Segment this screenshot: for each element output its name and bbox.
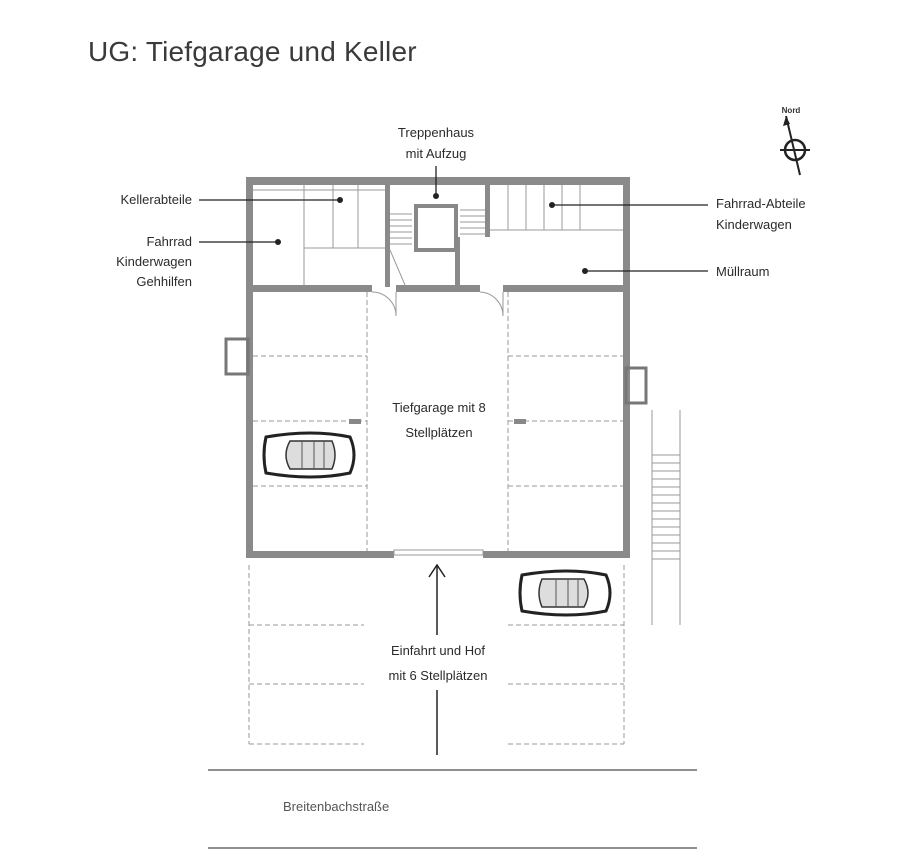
north-arrow-icon: Nord [780,106,810,176]
label-treppenhaus-1: Treppenhaus [398,125,475,140]
kellerabteile-compartments [253,185,385,285]
car-icon [518,569,612,617]
label-street: Breitenbachstraße [283,799,389,814]
driveway-arrow-icon [428,563,446,755]
page-title: UG: Tiefgarage und Keller [88,36,417,67]
label-einfahrt-2: mit 6 Stellplätzen [389,668,488,683]
label-treppenhaus-2: mit Aufzug [406,146,467,161]
label-fahrrad-left-1: Fahrrad [146,234,192,249]
leader-lines [199,166,708,274]
label-fahrrad-right-2: Kinderwagen [716,217,792,232]
label-tiefgarage-1: Tiefgarage mit 8 [392,400,485,415]
light-well-left [224,337,250,376]
label-fahrrad-left-3: Gehhilfen [136,274,192,289]
car-icon [262,431,356,479]
light-well-right [624,366,648,405]
label-kellerabteile: Kellerabteile [120,192,192,207]
label-fahrrad-right-1: Fahrrad-Abteile [716,196,806,211]
label-einfahrt-1: Einfahrt und Hof [391,643,485,658]
label-muellraum: Müllraum [716,264,769,279]
fahrrad-compartments [490,185,623,231]
label-tiefgarage-2: Stellplätzen [405,425,472,440]
label-fahrrad-left-2: Kinderwagen [116,254,192,269]
staircase [389,209,485,286]
outside-stairs [651,410,681,625]
compass-label: Nord [782,106,801,115]
garage-parking-grid [253,292,623,551]
courtyard-parking-grid [248,565,625,745]
